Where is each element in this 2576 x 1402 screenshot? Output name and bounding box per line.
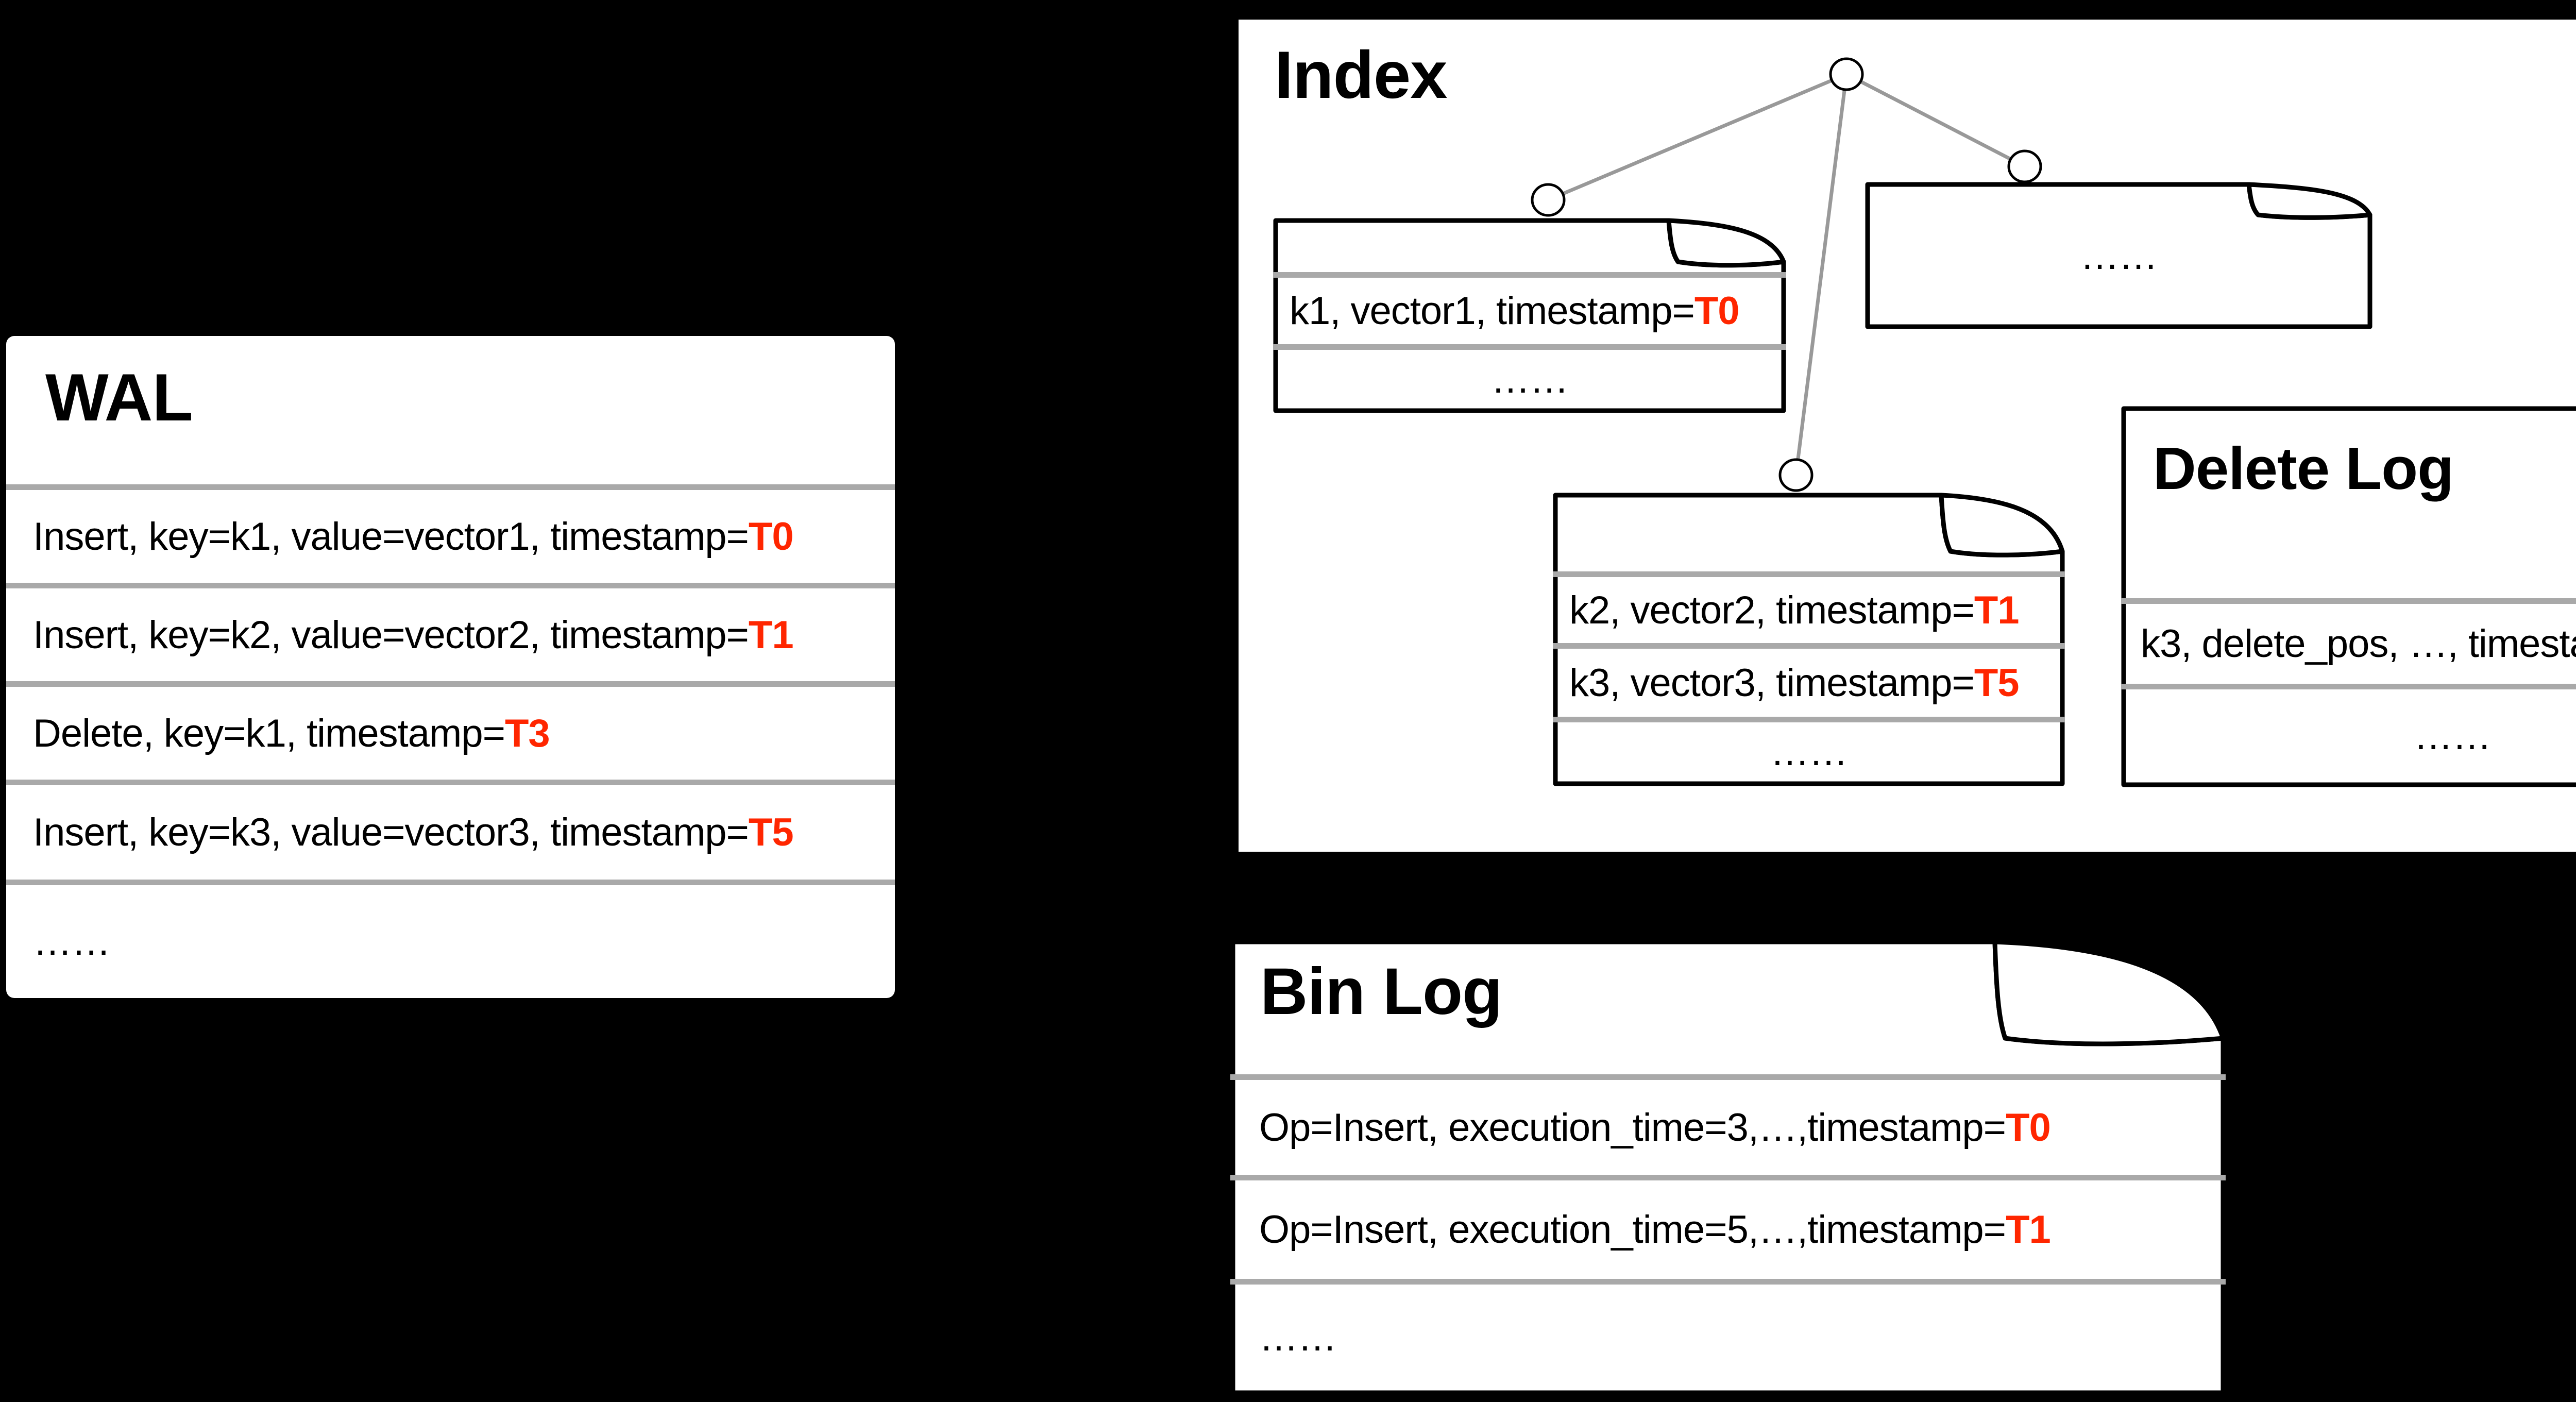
delete-log-document: Delete Log k3, delete_pos, …, timestamp=…	[2121, 406, 2576, 787]
timestamp-value: T1	[748, 613, 794, 657]
wal-row: Insert, key=k1, value=vector1, timestamp…	[6, 490, 895, 583]
timestamp-value: T5	[748, 810, 794, 854]
delete-log-title: Delete Log	[2153, 435, 2454, 502]
log-entry-text: Insert, key=k2, value=vector2, timestamp…	[33, 613, 749, 657]
ellipsis-text: ……	[1770, 730, 1848, 774]
segment-row-ellipsis: ……	[1273, 350, 1786, 409]
row-separator	[6, 484, 895, 490]
log-entry-text: k2, vector2, timestamp=	[1569, 588, 1975, 632]
tree-node	[1778, 458, 1814, 492]
segment-row: k3, vector3, timestamp=T5	[1553, 649, 2065, 717]
segment-document-left: k1, vector1, timestamp=T0 ……	[1273, 218, 1786, 413]
bin-log-row: Op=Insert, execution_time=3,…,timestamp=…	[1230, 1080, 2226, 1175]
tree-node	[2007, 149, 2042, 183]
tree-node-root	[1829, 57, 1864, 91]
wal-row: Insert, key=k3, value=vector3, timestamp…	[6, 785, 895, 880]
row-separator	[6, 583, 895, 588]
row-separator	[1230, 1279, 2226, 1285]
wal-row: Insert, key=k2, value=vector2, timestamp…	[6, 588, 895, 681]
wal-box: WAL Insert, key=k1, value=vector1, times…	[6, 336, 895, 998]
ellipsis-text: ……	[1491, 357, 1569, 401]
tree-edge	[1794, 74, 1849, 476]
folded-corner	[2246, 182, 2372, 220]
timestamp-value: T1	[1974, 588, 2020, 632]
wal-row: Delete, key=k1, timestamp=T3	[6, 687, 895, 780]
document-shape	[1865, 182, 2372, 329]
segment-row-ellipsis: ……	[1553, 722, 2065, 781]
tree-edge	[1547, 72, 1848, 202]
row-separator	[1230, 1175, 2226, 1180]
document-shape	[2121, 406, 2576, 787]
tree-edge	[1845, 72, 2026, 168]
log-entry-text: k3, delete_pos, …, timestamp=	[2141, 622, 2576, 666]
row-separator	[6, 780, 895, 785]
tree-node	[1531, 183, 1566, 217]
delete-log-row: k3, delete_pos, …, timestamp=T3	[2121, 604, 2576, 684]
timestamp-value: T0	[748, 514, 794, 559]
segment-row: k1, vector1, timestamp=T0	[1273, 278, 1786, 344]
log-entry-text: Op=Insert, execution_time=3,…,timestamp=	[1259, 1105, 2006, 1150]
row-separator	[1553, 643, 2065, 649]
index-tree	[1531, 57, 2042, 492]
delete-log-row-ellipsis: ……	[2121, 689, 2576, 782]
index-title: Index	[1275, 37, 1448, 112]
folded-corner	[1992, 939, 2226, 1046]
row-separator	[6, 880, 895, 885]
segment-row: k2, vector2, timestamp=T1	[1553, 577, 2065, 643]
ellipsis-text: ……	[1259, 1315, 1337, 1359]
log-entry-text: Delete, key=k1, timestamp=	[33, 711, 505, 755]
segment-document-middle: k2, vector2, timestamp=T1 k3, vector3, t…	[1553, 493, 2065, 786]
document-shape	[1273, 218, 1786, 413]
log-entry-text: Insert, key=k1, value=vector1, timestamp…	[33, 514, 749, 559]
bin-log-title: Bin Log	[1260, 955, 1502, 1028]
wal-title: WAL	[45, 360, 193, 435]
row-separator	[1553, 571, 2065, 577]
segment-row-ellipsis: ……	[1865, 182, 2372, 329]
ellipsis-text: ……	[2414, 714, 2492, 758]
wal-row-ellipsis: ……	[6, 885, 895, 998]
log-entry-text: Op=Insert, execution_time=5,…,timestamp=	[1259, 1208, 2006, 1252]
timestamp-value: T1	[2006, 1208, 2051, 1252]
timestamp-value: T3	[504, 711, 550, 755]
index-panel: Index k1, vector1, timestamp=T0 ……	[1233, 14, 2576, 857]
row-separator	[6, 681, 895, 687]
log-entry-text: k1, vector1, timestamp=	[1290, 289, 1695, 333]
folded-corner	[1939, 493, 2065, 558]
document-shape	[1553, 493, 2065, 786]
bin-log-row-ellipsis: ……	[1230, 1285, 2226, 1390]
row-separator	[1553, 717, 2065, 722]
log-entry-text: k3, vector3, timestamp=	[1569, 661, 1975, 705]
row-separator	[1273, 344, 1786, 350]
row-separator	[2121, 598, 2576, 604]
bin-log-row: Op=Insert, execution_time=5,…,timestamp=…	[1230, 1180, 2226, 1279]
page-outline	[2121, 406, 2576, 787]
timestamp-value: T0	[2006, 1105, 2051, 1150]
row-separator	[2121, 684, 2576, 689]
segment-document-right: ……	[1865, 182, 2372, 329]
log-entry-text: Insert, key=k3, value=vector3, timestamp…	[33, 810, 749, 854]
row-separator	[1273, 272, 1786, 278]
timestamp-value: T5	[1974, 661, 2020, 705]
row-separator	[1230, 1074, 2226, 1080]
ellipsis-text: ……	[2080, 233, 2158, 278]
ellipsis-text: ……	[33, 920, 111, 964]
bin-log-document: Bin Log Op=Insert, execution_time=3,…,ti…	[1230, 939, 2226, 1395]
folded-corner	[1666, 218, 1786, 268]
timestamp-value: T0	[1694, 289, 1740, 333]
